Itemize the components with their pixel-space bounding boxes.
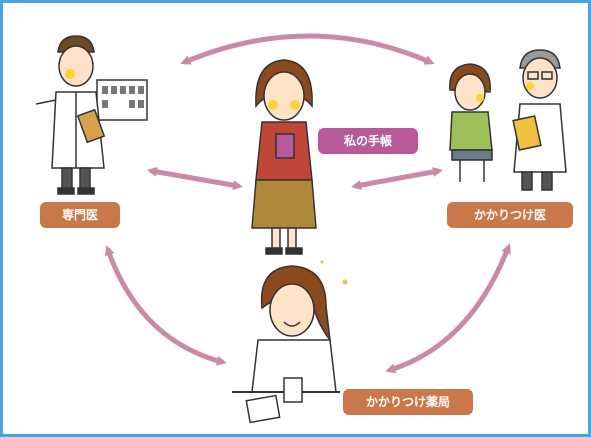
family-doctor-scene xyxy=(449,49,567,191)
specialist-label: 専門医 xyxy=(40,202,120,228)
pharmacist-figure xyxy=(232,260,348,424)
arrow-specialist-pharmacy xyxy=(104,245,227,366)
pharmacy-label: かかりつけ薬局 xyxy=(343,389,473,415)
notebook-label: 私の手帳 xyxy=(318,128,418,154)
arrow-familydoctor-pharmacy xyxy=(385,243,511,374)
specialist-doctor-figure xyxy=(35,35,148,195)
arrow-specialist-familydoctor xyxy=(180,33,435,65)
connection-arrows xyxy=(104,33,511,374)
patient-figure xyxy=(251,59,317,255)
arrow-patient-familydoctor xyxy=(351,166,443,191)
arrow-specialist-patient xyxy=(147,166,243,191)
family-doctor-label: かかりつけ医 xyxy=(447,202,573,228)
